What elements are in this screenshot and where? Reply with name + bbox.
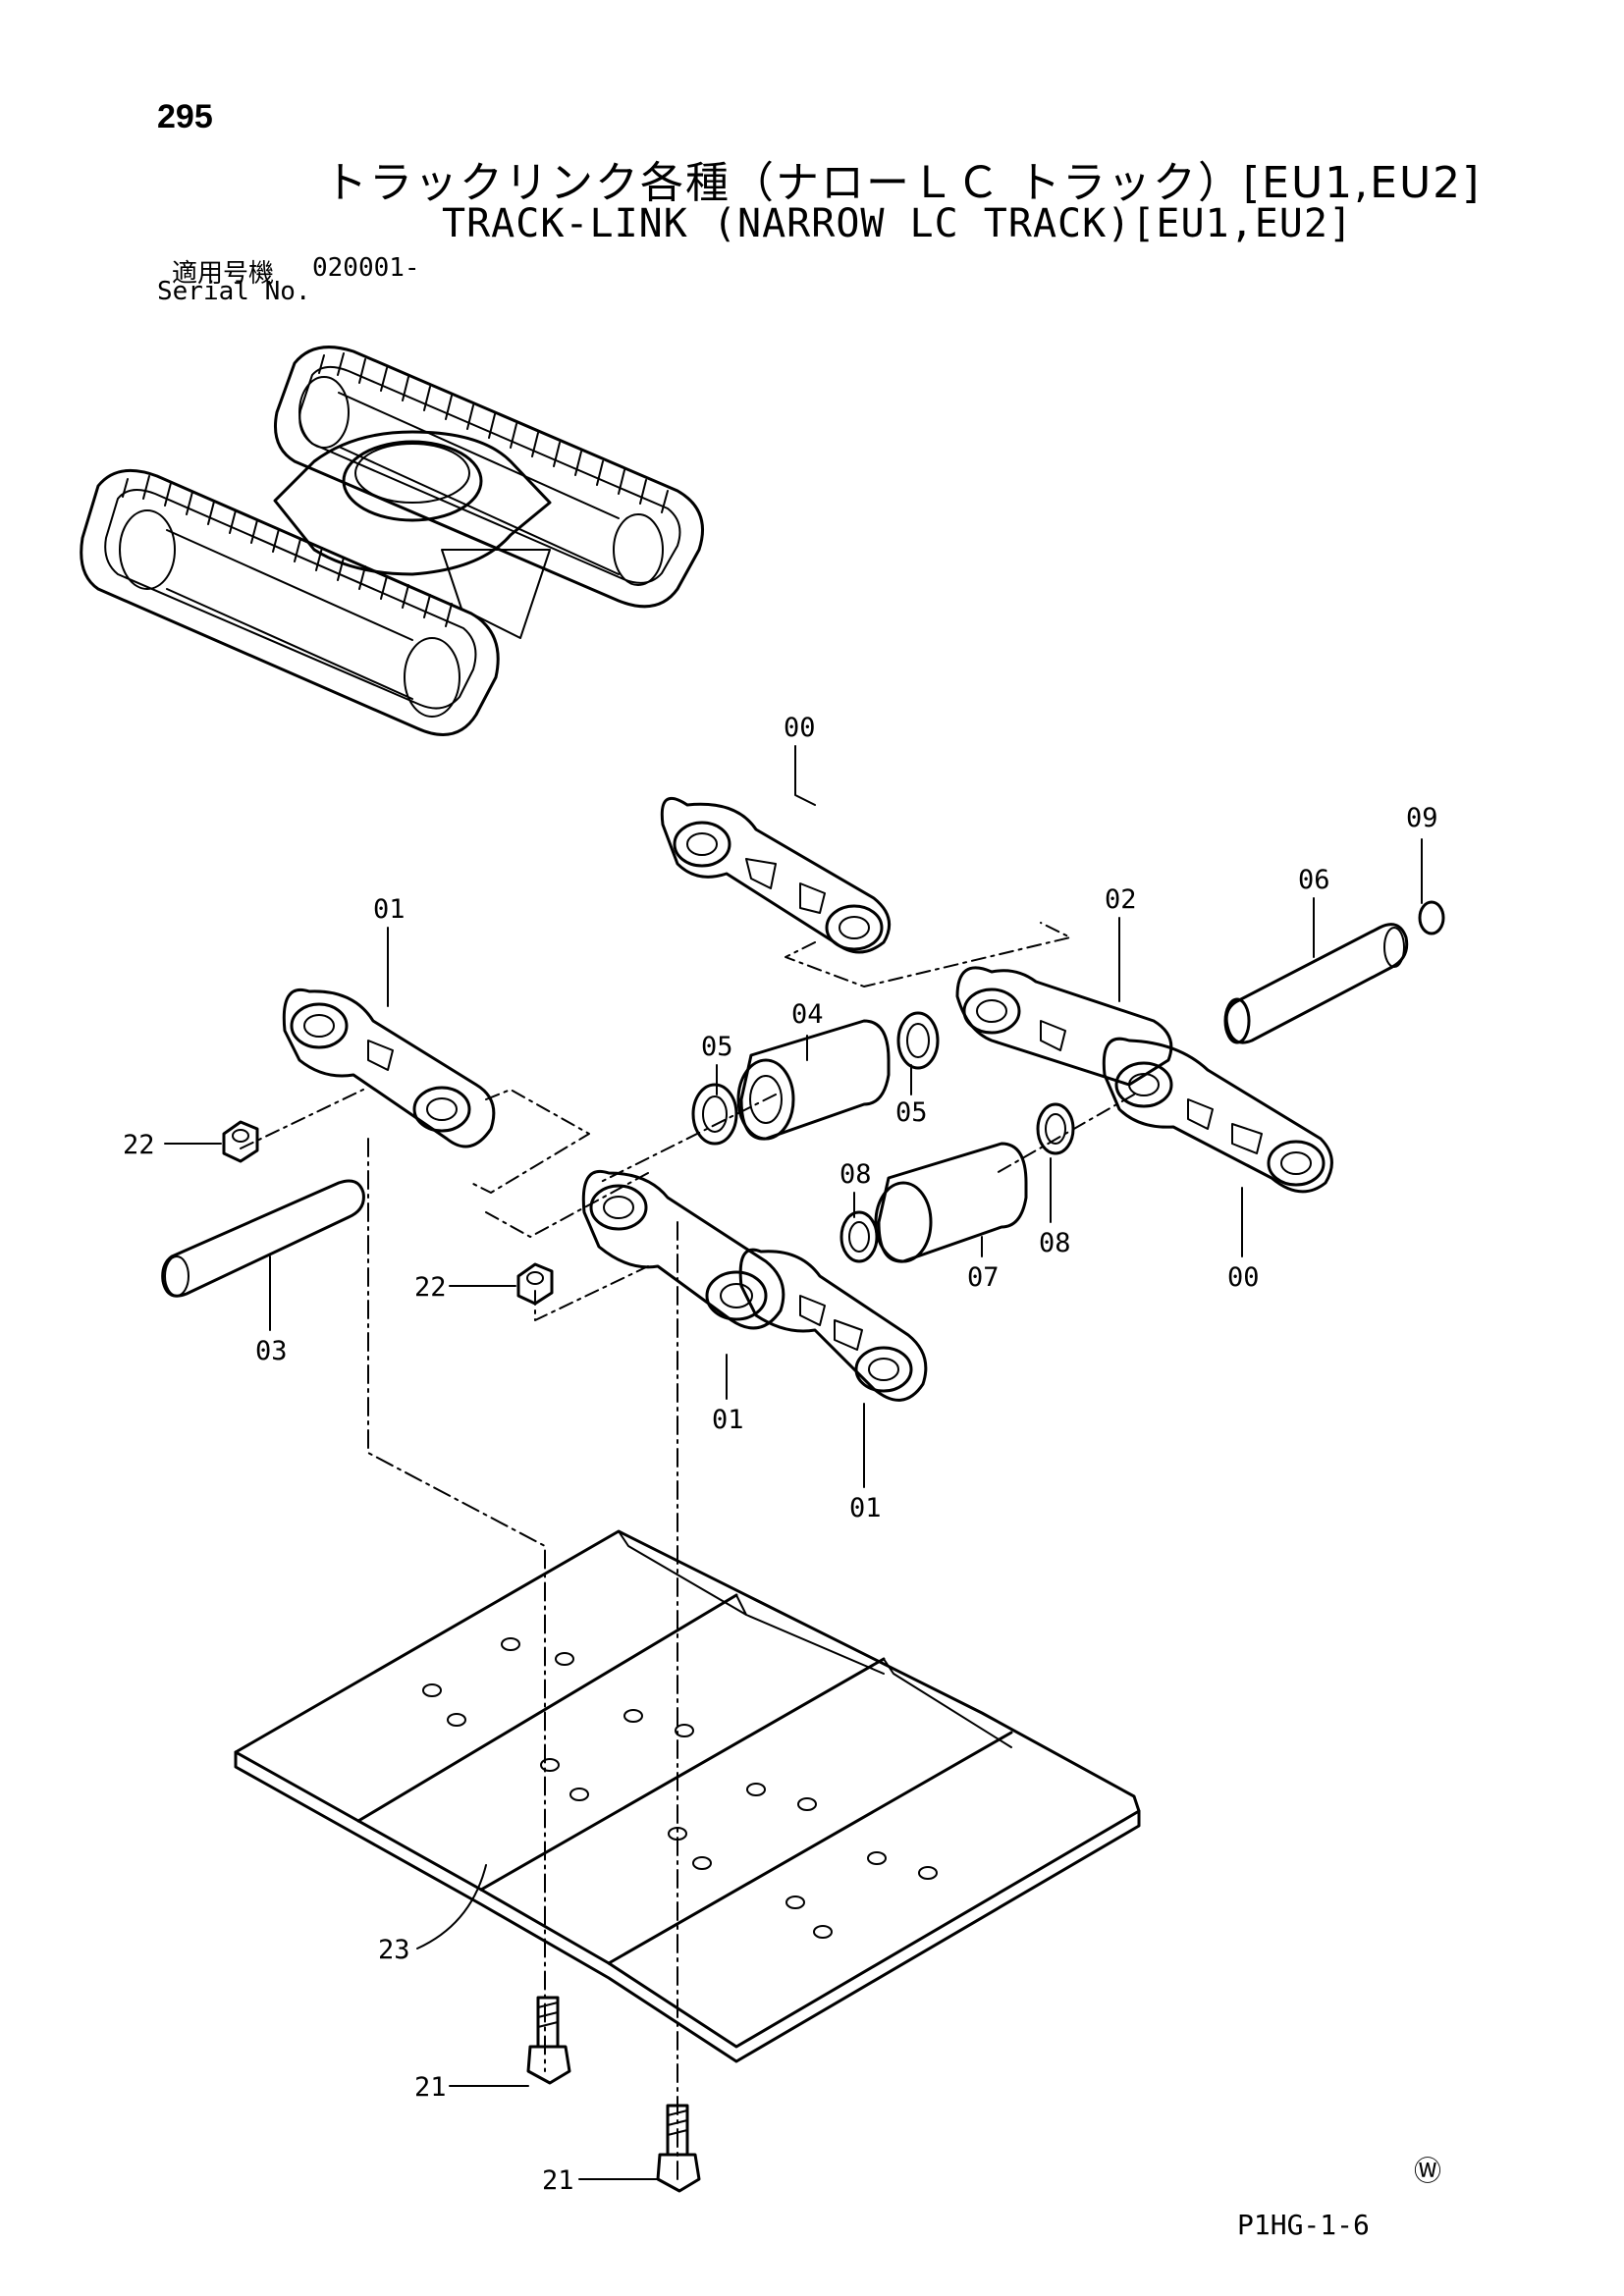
callout-label-05-left: 05 <box>701 1032 733 1062</box>
callout-label-22-lower: 22 <box>414 1272 447 1303</box>
callout-label-22-upper: 22 <box>123 1130 155 1160</box>
snap-ring-09 <box>1418 900 1445 935</box>
track-link-01-left <box>282 988 496 1148</box>
leader-lines <box>164 745 1423 2180</box>
bolt-21-left <box>526 1996 571 2085</box>
serial-label-english: Serial No. <box>157 277 311 306</box>
seal-08-left <box>839 1210 879 1263</box>
callout-label-00-top: 00 <box>784 713 816 743</box>
callout-label-01-lower: 01 <box>849 1493 882 1523</box>
callout-label-08-left: 08 <box>839 1159 872 1190</box>
seal-05-left <box>691 1083 738 1146</box>
title-english: TRACK-LINK (NARROW LC TRACK)[EU1,EU2] <box>442 201 1354 246</box>
serial-label-japanese: 適用号機 <box>172 259 275 289</box>
bushing-04 <box>736 1019 891 1141</box>
bolt-21-right <box>656 2104 701 2193</box>
track-link-01-lower <box>738 1248 928 1402</box>
serial-range: 020001- <box>312 253 420 283</box>
seal-05-right <box>896 1011 940 1070</box>
callout-label-00-right: 00 <box>1227 1262 1260 1293</box>
track-shoe-23 <box>234 1529 1141 2063</box>
callout-label-21-left: 21 <box>414 2072 447 2103</box>
callout-label-08-right: 08 <box>1039 1228 1071 1258</box>
page-number: 295 <box>157 98 213 135</box>
track-link-00-right <box>1102 1037 1333 1194</box>
pin-03 <box>161 1179 365 1298</box>
title-japanese: トラックリンク各種（ナローＬＣ トラック）[EU1,EU2] <box>324 158 1482 208</box>
callout-label-07: 07 <box>967 1262 1000 1293</box>
master-pin-06 <box>1223 923 1409 1044</box>
callout-label-05-right: 05 <box>895 1097 928 1128</box>
master-bushing-07 <box>874 1142 1028 1263</box>
callout-label-01-left: 01 <box>373 894 406 925</box>
nut-22-lower <box>516 1262 554 1306</box>
track-link-01-middle <box>581 1170 785 1330</box>
callout-label-21-right: 21 <box>542 2165 574 2196</box>
callout-label-02: 02 <box>1105 884 1137 915</box>
nut-22-upper <box>222 1120 259 1163</box>
callout-label-06: 06 <box>1298 865 1330 895</box>
callout-label-04: 04 <box>791 999 824 1030</box>
callout-labels: 00 09 06 01 02 04 05 05 22 08 08 00 07 0… <box>123 713 1438 2196</box>
callout-label-09: 09 <box>1406 803 1438 833</box>
master-link-02 <box>955 966 1173 1087</box>
document-code: P1HG-1-6 <box>1237 2209 1370 2241</box>
track-link-00-top <box>660 796 892 954</box>
callout-label-03: 03 <box>255 1336 288 1366</box>
callout-label-01-middle: 01 <box>712 1405 744 1435</box>
watermark-mark: Ⓦ <box>1414 2155 1442 2187</box>
callout-label-23: 23 <box>378 1935 410 1965</box>
undercarriage-overview-illustration <box>80 346 704 736</box>
